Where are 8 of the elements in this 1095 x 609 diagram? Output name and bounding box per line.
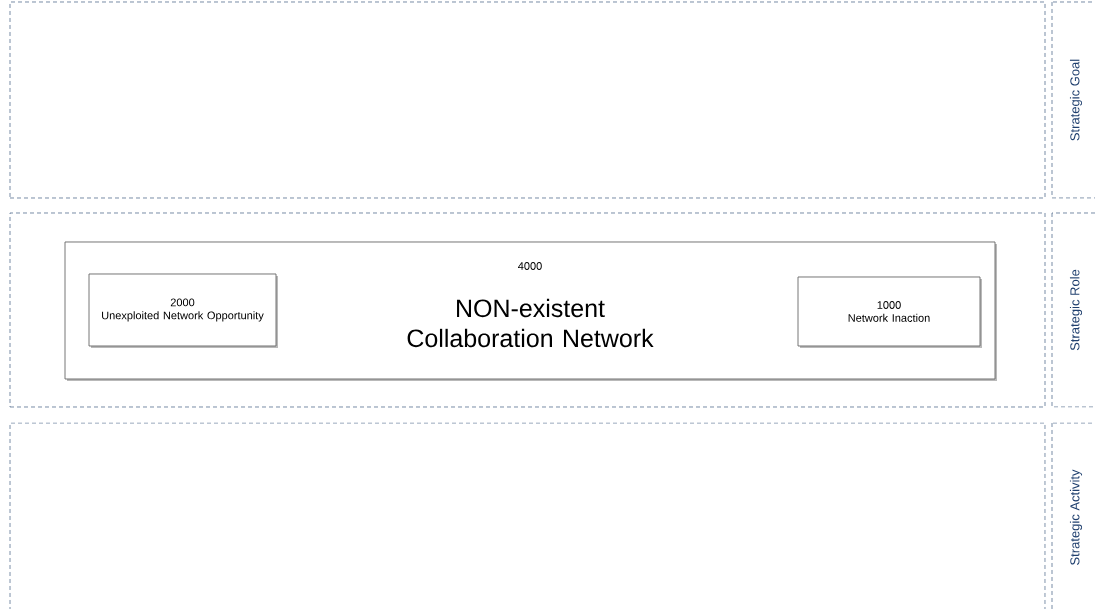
lane-label: Strategic Role bbox=[1051, 212, 1095, 408]
network-box: 2000 Unexploited Network Opportunity bbox=[88, 273, 278, 348]
lane-label: Strategic Goal bbox=[1051, 1, 1095, 199]
lane-frame bbox=[9, 1, 1046, 199]
network-box: 1000 Network Inaction bbox=[797, 276, 982, 348]
lane-label: Strategic Activity bbox=[1051, 422, 1095, 609]
lane-frame bbox=[9, 422, 1046, 609]
lane-frame bbox=[9, 212, 1046, 408]
